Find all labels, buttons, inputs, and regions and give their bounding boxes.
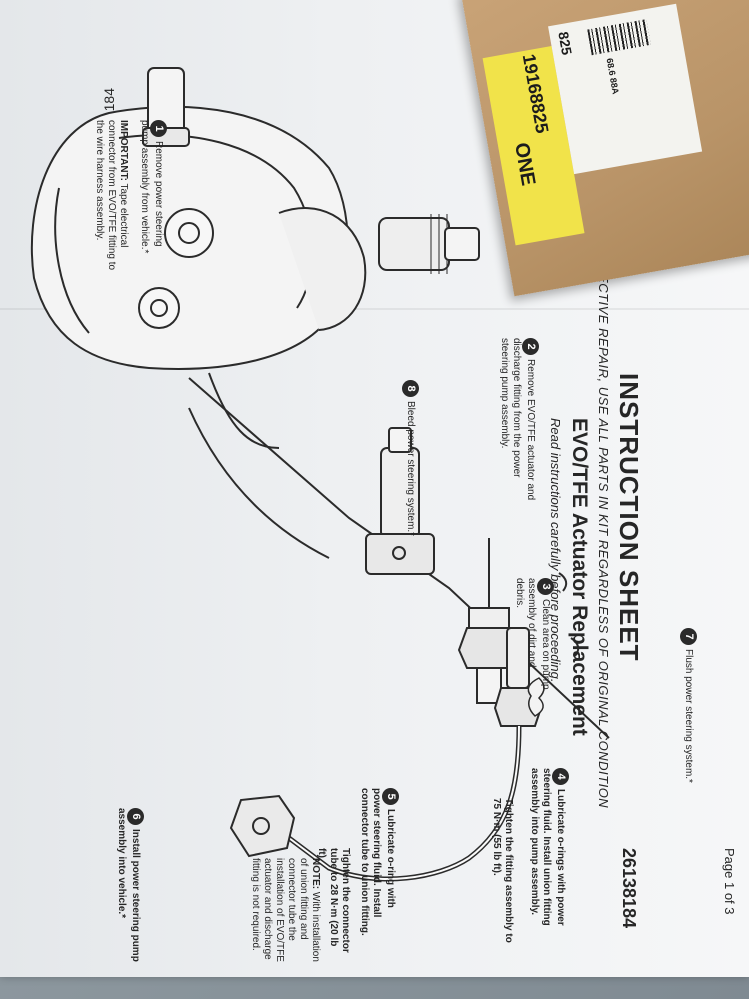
- step-3: 3Clean area on pump assembly of dirt and…: [513, 578, 554, 698]
- pump-illustration: [30, 67, 610, 882]
- subheading: EFFECTIVE REPAIR, USE ALL PARTS IN KIT R…: [596, 248, 611, 809]
- step-text: Install power steering pump assembly int…: [116, 808, 141, 962]
- step-number: 8: [402, 380, 419, 397]
- step-4: 4Lubricate o-rings with power steering f…: [528, 768, 569, 938]
- subtitle: EVO/TFE Actuator Replacement: [568, 418, 591, 736]
- page-title: INSTRUCTION SHEET: [614, 373, 644, 662]
- part-stub: 184: [101, 88, 117, 112]
- step-text: Remove power steering pump assembly from…: [139, 120, 164, 254]
- step-5: 5Lubricate o-ring with power steering fl…: [358, 788, 399, 938]
- step-1: 1Remove power steering pump assembly fro…: [138, 120, 167, 260]
- step-number: 4: [552, 768, 569, 785]
- step-text: Lubricate o-ring with power steering flu…: [359, 788, 396, 936]
- step-number: 5: [382, 788, 399, 805]
- step-number: 2: [522, 338, 539, 355]
- step-8: 8Bleed power steering system.*: [402, 380, 419, 580]
- step-number: 3: [537, 578, 554, 595]
- note-label: NOTE:: [310, 858, 321, 890]
- step-text: Bleed power steering system.*: [404, 401, 416, 537]
- step-number: 1: [150, 120, 167, 137]
- step-text: Lubricate o-rings with power steering fl…: [529, 768, 566, 926]
- part-number: 26138184: [619, 848, 639, 929]
- torque-note-4: Tighten the fitting assembly to 75 N·m (…: [491, 798, 514, 943]
- union-note: NOTE: With installation of union fitting…: [249, 858, 321, 973]
- instruction-sheet: 184 INSTRUCTION SHEET EFFECTIVE REPAIR, …: [0, 0, 749, 977]
- important-label: IMPORTANT:: [118, 120, 129, 181]
- page-indicator: Page 1 of 3: [722, 848, 737, 915]
- step-text: Remove EVO/TFE actuator and discharge fi…: [499, 338, 536, 501]
- step-number: 6: [127, 808, 144, 825]
- step-text: Flush power steering system.*: [682, 649, 694, 783]
- important-note: IMPORTANT: Tape electrical connector fro…: [93, 120, 129, 280]
- step-7: 7Flush power steering system.*: [680, 628, 697, 828]
- step-2: 2Remove EVO/TFE actuator and discharge f…: [498, 338, 539, 508]
- step-6: 6Install power steering pump assembly in…: [115, 808, 144, 978]
- step-number: 7: [680, 628, 697, 645]
